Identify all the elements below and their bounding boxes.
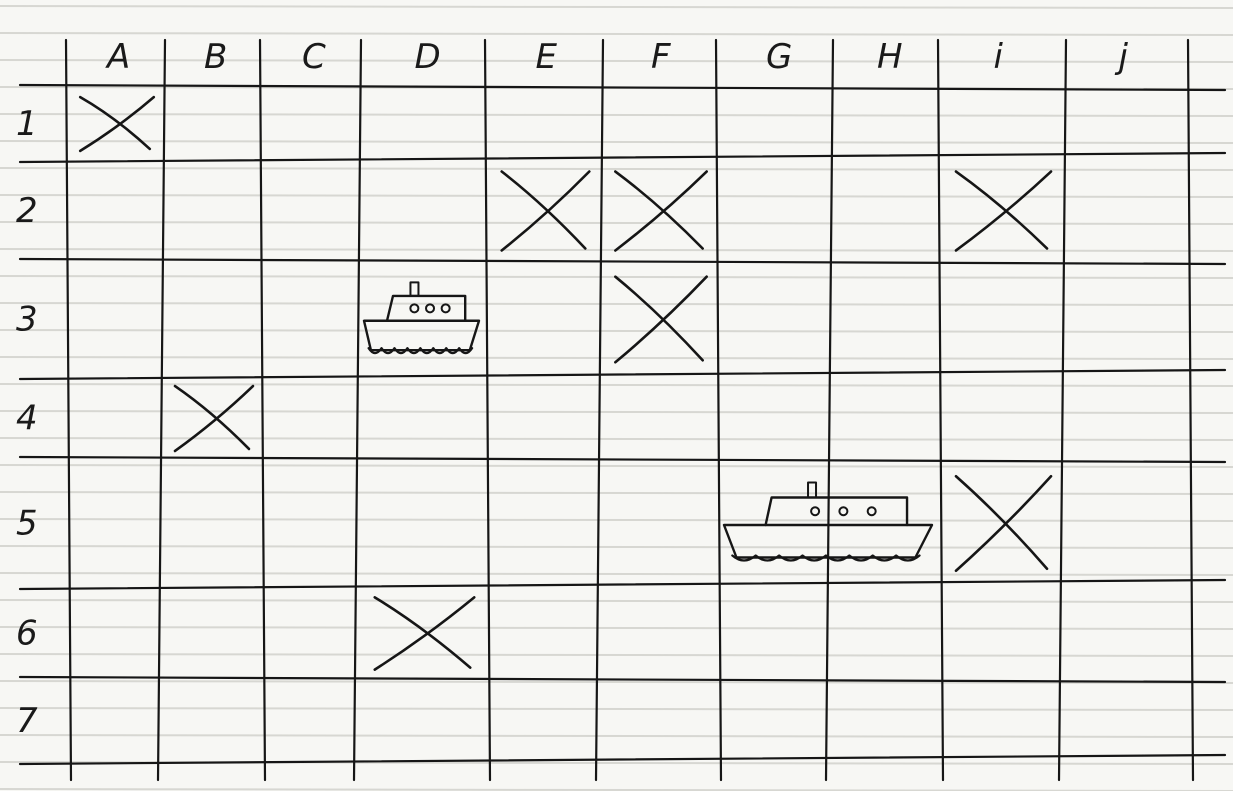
- grid-cell-F1[interactable]: [600, 88, 718, 158]
- grid-cell-E4[interactable]: [487, 375, 600, 460]
- grid-cell-B1[interactable]: [162, 88, 262, 158]
- grid-cell-D1[interactable]: [358, 88, 487, 158]
- grid-cell-j1[interactable]: [1063, 88, 1190, 158]
- grid-cell-B3[interactable]: [162, 262, 262, 375]
- grid-cell-D5[interactable]: [358, 460, 487, 585]
- ruled-line: [0, 6, 1233, 8]
- grid-cell-D2[interactable]: [358, 158, 487, 262]
- grid-cell-j2[interactable]: [1063, 158, 1190, 262]
- ruled-line: [0, 33, 1233, 35]
- column-label: i: [994, 37, 1004, 77]
- grid-cell-A2[interactable]: [68, 158, 162, 262]
- grid-cell-D3[interactable]: [358, 262, 487, 375]
- row-label: 1: [16, 104, 38, 144]
- column-label: B: [204, 37, 227, 77]
- grid-cell-F6[interactable]: [600, 585, 718, 680]
- grid-cell-B6[interactable]: [162, 585, 262, 680]
- grid-cell-j7[interactable]: [1063, 680, 1190, 760]
- grid-cell-G5[interactable]: [718, 460, 830, 585]
- grid-cell-j4[interactable]: [1063, 375, 1190, 460]
- grid-cell-F7[interactable]: [600, 680, 718, 760]
- grid-cell-G2[interactable]: [718, 158, 830, 262]
- grid-cell-F4[interactable]: [600, 375, 718, 460]
- column-label: H: [877, 37, 903, 77]
- grid-cell-H7[interactable]: [830, 680, 940, 760]
- grid-cell-F5[interactable]: [600, 460, 718, 585]
- grid-cell-i6[interactable]: [940, 585, 1063, 680]
- grid-cell-j3[interactable]: [1063, 262, 1190, 375]
- grid-cell-G4[interactable]: [718, 375, 830, 460]
- grid-cell-j5[interactable]: [1063, 460, 1190, 585]
- row-label: 7: [16, 701, 38, 741]
- grid-cell-i4[interactable]: [940, 375, 1063, 460]
- column-labels: A B C D E F G Hi j: [105, 37, 1129, 77]
- grid-cell-D4[interactable]: [358, 375, 487, 460]
- column-label: j: [1115, 37, 1129, 77]
- grid-cell-C2[interactable]: [262, 158, 358, 262]
- grid-cell-A4[interactable]: [68, 375, 162, 460]
- row-label: 6: [16, 614, 38, 654]
- grid-cell-G3[interactable]: [718, 262, 830, 375]
- grid-cell-C3[interactable]: [262, 262, 358, 375]
- grid-cell-C6[interactable]: [262, 585, 358, 680]
- grid-cell-A3[interactable]: [68, 262, 162, 375]
- grid-cell-i3[interactable]: [940, 262, 1063, 375]
- grid-cell-D7[interactable]: [358, 680, 487, 760]
- grid-cell-H2[interactable]: [830, 158, 940, 262]
- column-label: E: [536, 37, 558, 77]
- grid-cell-B7[interactable]: [162, 680, 262, 760]
- grid-cell-H1[interactable]: [830, 88, 940, 158]
- ruled-line: [0, 60, 1233, 62]
- grid-cell-H3[interactable]: [830, 262, 940, 375]
- grid-cell-A6[interactable]: [68, 585, 162, 680]
- column-label: F: [651, 37, 671, 77]
- column-label: D: [415, 37, 441, 77]
- grid-cell-C1[interactable]: [262, 88, 358, 158]
- row-label: 2: [16, 191, 38, 231]
- grid-cell-E7[interactable]: [487, 680, 600, 760]
- grid-cell-E6[interactable]: [487, 585, 600, 680]
- grid-cell-E1[interactable]: [487, 88, 600, 158]
- grid-cell-C7[interactable]: [262, 680, 358, 760]
- column-label: C: [302, 37, 326, 77]
- grid-cell-E3[interactable]: [487, 262, 600, 375]
- grid-cell-B2[interactable]: [162, 158, 262, 262]
- row-label: 3: [16, 300, 38, 340]
- grid-cell-i7[interactable]: [940, 680, 1063, 760]
- column-label: G: [766, 37, 792, 77]
- grid-cell-E5[interactable]: [487, 460, 600, 585]
- grid-cells: [68, 88, 1190, 760]
- grid-cell-A7[interactable]: [68, 680, 162, 760]
- grid-cell-G6[interactable]: [718, 585, 830, 680]
- grid-cell-A5[interactable]: [68, 460, 162, 585]
- grid-cell-H5[interactable]: [830, 460, 940, 585]
- column-label: A: [105, 37, 130, 77]
- grid-cell-C5[interactable]: [262, 460, 358, 585]
- grid-cell-C4[interactable]: [262, 375, 358, 460]
- grid-cell-H4[interactable]: [830, 375, 940, 460]
- row-label: 4: [16, 399, 38, 439]
- row-labels: 1 2 3 4 5 6 7: [16, 104, 38, 741]
- grid-cell-G7[interactable]: [718, 680, 830, 760]
- grid-cell-i1[interactable]: [940, 88, 1063, 158]
- grid-cell-H6[interactable]: [830, 585, 940, 680]
- grid-cell-B5[interactable]: [162, 460, 262, 585]
- row-label: 5: [16, 504, 38, 544]
- grid-cell-G1[interactable]: [718, 88, 830, 158]
- grid-cell-j6[interactable]: [1063, 585, 1190, 680]
